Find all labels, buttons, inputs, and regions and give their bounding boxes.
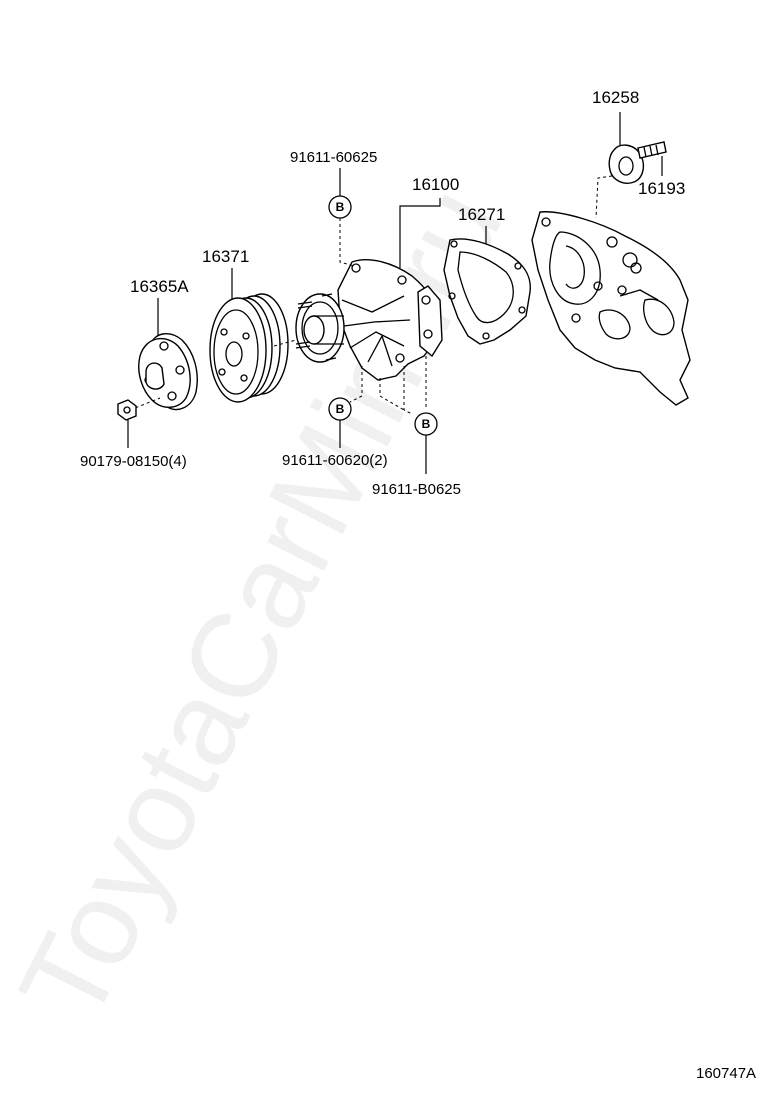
part-number-16371: 16371 bbox=[202, 247, 249, 266]
svg-text:B: B bbox=[336, 402, 345, 416]
part-number-91611-60625: 91611-60625 bbox=[290, 149, 377, 166]
bolt-marker-b-bottom-right: B bbox=[414, 412, 438, 436]
part-number-16100: 16100 bbox=[412, 175, 459, 194]
nut-90179-08150-drawing bbox=[117, 399, 137, 421]
pulley-16371-drawing bbox=[209, 293, 289, 403]
part-number-16271: 16271 bbox=[458, 205, 505, 224]
diagram-reference-id: 160747A bbox=[696, 1065, 756, 1082]
pump-gasket-16271-drawing bbox=[443, 238, 531, 345]
svg-text:B: B bbox=[336, 200, 345, 214]
fan-spacer-16365a-drawing bbox=[138, 333, 198, 411]
svg-text:B: B bbox=[422, 417, 431, 431]
gasket-plate-16258-drawing bbox=[608, 144, 645, 184]
part-number-16258: 16258 bbox=[592, 88, 639, 107]
part-number-16365a: 16365A bbox=[130, 277, 189, 296]
part-number-91611-b0625: 91611-B0625 bbox=[372, 481, 461, 498]
bolt-marker-b-bottom-left: B bbox=[328, 397, 352, 421]
water-pump-16100-drawing bbox=[295, 259, 443, 381]
part-number-90179-08150: 90179-08150(4) bbox=[80, 453, 187, 470]
stud-16193-drawing bbox=[637, 141, 667, 159]
part-number-16193: 16193 bbox=[638, 179, 685, 198]
engine-block-drawing bbox=[531, 211, 691, 406]
part-number-91611-60620: 91611-60620(2) bbox=[282, 452, 388, 469]
bolt-marker-b-top: B bbox=[328, 195, 352, 219]
